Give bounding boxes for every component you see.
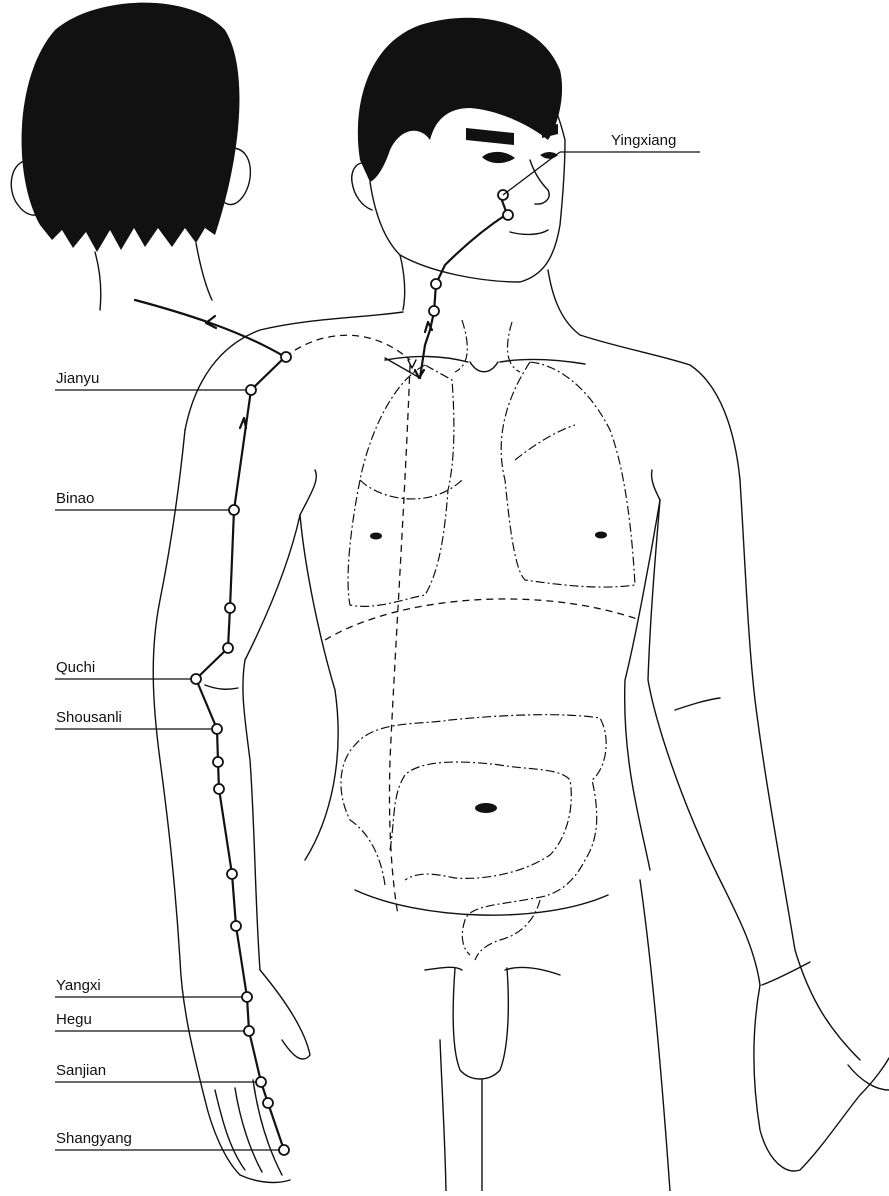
left-elbow-crease [205, 685, 238, 689]
meridian-shoulder-to-back [135, 300, 285, 357]
front-head [352, 18, 580, 335]
neck-right [548, 270, 580, 335]
acupoint-wenliu [227, 869, 237, 879]
left-arm-inner [243, 515, 300, 970]
groin-left [425, 967, 462, 970]
torso-left-side [300, 515, 338, 860]
right-clavicle [500, 359, 585, 364]
acupoint-hegu [244, 1026, 254, 1036]
labels: Yingxiang Jianyu Binao Quchi Shousanli Y… [55, 132, 700, 1150]
trachea-left [455, 320, 467, 372]
label-hegu: Hegu [56, 1011, 92, 1028]
label-yangxi: Yangxi [56, 977, 101, 994]
left-clavicle [385, 356, 468, 362]
diaphragm [325, 599, 640, 640]
groin-right [505, 968, 560, 975]
label-sanjian: Sanjian [56, 1062, 106, 1079]
acupoint-tianding [431, 279, 441, 289]
back-head-figure [11, 3, 250, 310]
belly-line [355, 890, 608, 915]
label-binao: Binao [56, 490, 94, 507]
left-arm-outer [153, 430, 205, 1100]
label-shangyang: Shangyang [56, 1130, 132, 1147]
left-pec [300, 470, 316, 515]
left-thigh [440, 1040, 446, 1191]
acupoint-erjian [263, 1098, 273, 1108]
right-arm-inner [648, 500, 760, 985]
right-lung [501, 362, 635, 587]
genitals [453, 968, 508, 1079]
acupoint-pianli [231, 921, 241, 931]
label-quchi: Quchi [56, 659, 95, 676]
mouth [510, 230, 548, 234]
right-elbow-crease [675, 698, 720, 710]
acupoint-shanglian [213, 757, 223, 767]
acupoint-futu [429, 306, 439, 316]
organs [325, 320, 640, 960]
trachea-right [507, 322, 520, 372]
navel [475, 803, 497, 813]
right-lung-inner [515, 425, 575, 460]
meridian-path [135, 195, 507, 1150]
left-nipple [370, 533, 382, 540]
acupoint-binao [229, 505, 239, 515]
label-jianyu: Jianyu [56, 370, 99, 387]
front-hair [358, 18, 562, 182]
right-shoulder [580, 335, 740, 480]
right-arm [648, 480, 889, 1171]
meridian-shoulder-to-neck [285, 335, 410, 360]
acupoint-shangyang [279, 1145, 289, 1155]
left-lung-inner [360, 480, 462, 499]
left-finger-1 [215, 1090, 245, 1170]
arrow-upper-arm [240, 418, 246, 428]
back-head-neck-right [196, 243, 212, 300]
left-shoulder [185, 312, 403, 430]
left-palm [205, 1100, 290, 1182]
arrow-internal [408, 360, 416, 368]
left-lung [348, 365, 454, 606]
left-finger-2 [235, 1088, 262, 1172]
acupoint-yangxi [242, 992, 252, 1002]
right-nipple [595, 532, 607, 539]
acupoint-shouwuli [225, 603, 235, 613]
neck-left [400, 255, 405, 310]
colon-descending [475, 900, 540, 960]
label-yingxiang: Yingxiang [611, 132, 676, 149]
acupoint-zhouliao [223, 643, 233, 653]
right-pec [652, 470, 660, 500]
acupoint-jianyu [246, 385, 256, 395]
label-shousanli: Shousanli [56, 709, 122, 726]
torso-right-side [625, 500, 660, 870]
right-thigh [640, 880, 670, 1191]
left-eye [482, 152, 515, 163]
torso [185, 312, 740, 1191]
left-eyebrow [466, 128, 514, 145]
back-head-hair [22, 3, 240, 252]
acupoint-kouheliao [503, 210, 513, 220]
left-thumb [260, 970, 310, 1059]
acupoint-shousanli [212, 724, 222, 734]
arrow-back [206, 316, 216, 328]
acupoint-quchi [191, 674, 201, 684]
left-finger-3 [253, 1080, 282, 1175]
acupoint-xialian [214, 784, 224, 794]
acupoint-jugu [281, 352, 291, 362]
throat [470, 362, 498, 372]
back-head-neck-left [95, 252, 101, 310]
small-intestine [390, 762, 571, 880]
large-intestine [341, 715, 606, 955]
acupoint-sanjian [256, 1077, 266, 1087]
